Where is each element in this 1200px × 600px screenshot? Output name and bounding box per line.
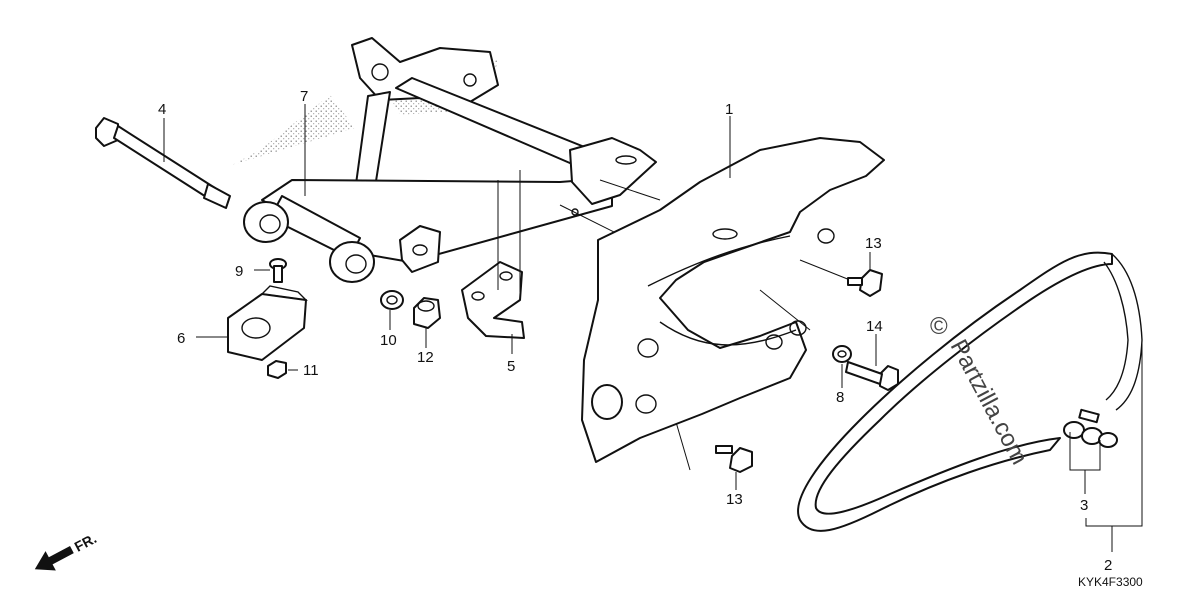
bracket-5-part xyxy=(461,261,525,339)
callout-7: 7 xyxy=(300,88,308,105)
callout-14: 14 xyxy=(866,318,883,335)
nut-12-part xyxy=(413,297,441,329)
watermark-symbol: © xyxy=(930,313,948,340)
callout-6: 6 xyxy=(177,330,185,347)
chain-case-part xyxy=(581,137,885,463)
master-link-part xyxy=(1063,408,1118,448)
callout-5: 5 xyxy=(507,358,515,375)
callout-2: 2 xyxy=(1104,557,1112,574)
callout-1: 1 xyxy=(725,101,733,118)
callout-10: 10 xyxy=(380,332,397,349)
callout-13-lower: 13 xyxy=(726,491,743,508)
watermark: © Partzilla.com xyxy=(930,313,1033,469)
swingarm-part xyxy=(232,37,657,283)
callout-13-upper: 13 xyxy=(865,235,882,252)
bolt-13-upper-part xyxy=(847,269,883,297)
bolt-14-part xyxy=(845,361,899,391)
front-arrow-label: FR. xyxy=(72,530,99,555)
leader-lines xyxy=(163,104,1143,552)
callout-8: 8 xyxy=(836,389,844,406)
watermark-text: Partzilla.com xyxy=(945,335,1033,469)
nut-11-part xyxy=(267,360,287,379)
diagram-code: KYK4F3300 xyxy=(1078,575,1143,589)
washer-8-part xyxy=(832,345,852,363)
chain-slider-part xyxy=(227,285,308,361)
washer-10-part xyxy=(380,290,404,310)
callout-9: 9 xyxy=(235,263,243,280)
callout-4: 4 xyxy=(158,101,166,118)
pivot-bolt-part xyxy=(95,117,231,209)
front-arrow: FR. xyxy=(34,530,99,571)
bolt-9-part xyxy=(269,258,287,283)
callout-11: 11 xyxy=(303,362,319,379)
callout-labels: 1 2 3 4 5 6 7 8 9 10 11 12 13 13 14 xyxy=(158,88,1112,574)
callout-3: 3 xyxy=(1080,497,1088,514)
drive-chain-part xyxy=(797,251,1143,532)
callout-12: 12 xyxy=(417,349,434,366)
bolt-13-lower-part xyxy=(715,445,753,473)
